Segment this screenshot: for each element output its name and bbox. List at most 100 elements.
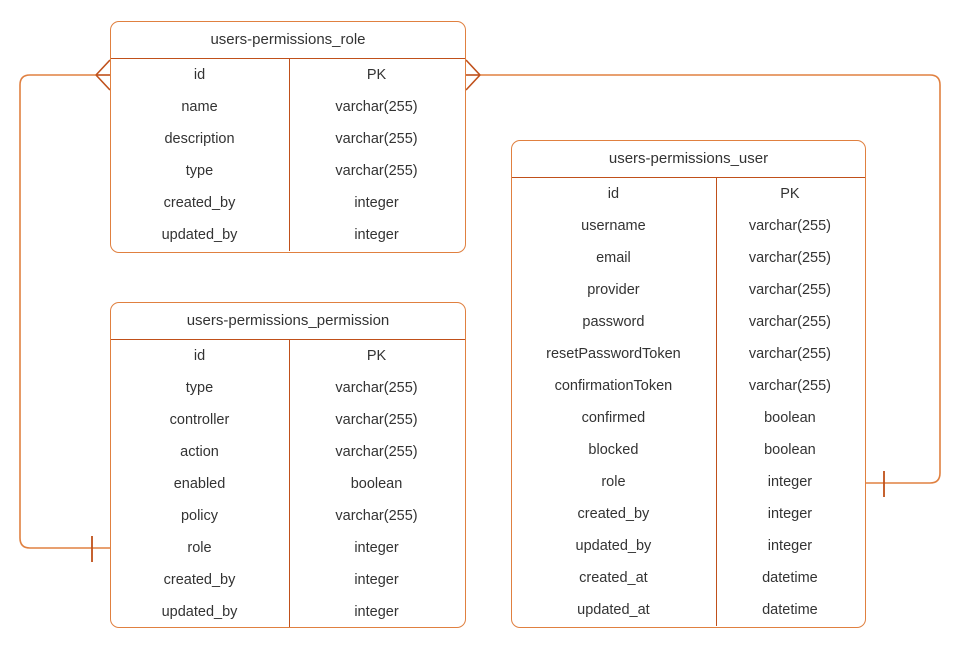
attribute-row[interactable]: action varchar(255) [111, 436, 465, 468]
attribute-name: type [185, 163, 214, 179]
attribute-name: confirmationToken [554, 378, 673, 394]
attribute-type: PK [366, 348, 387, 364]
attribute-name: resetPasswordToken [546, 346, 681, 362]
attribute-type: varchar(255) [335, 99, 418, 115]
entity-title-user: users-permissions_user [512, 141, 865, 178]
attribute-name: created_by [163, 572, 236, 588]
attribute-name: enabled [173, 476, 226, 492]
attribute-row[interactable]: type varchar(255) [111, 372, 465, 404]
attribute-type: varchar(255) [335, 444, 418, 460]
attribute-type: boolean [764, 410, 816, 426]
relationship-line-left [19, 74, 110, 549]
attribute-row[interactable]: password varchar(255) [512, 306, 865, 338]
entity-title-permission: users-permissions_permission [111, 303, 465, 340]
attribute-type: integer [354, 572, 399, 588]
attribute-name: description [164, 131, 235, 147]
attribute-name: created_by [577, 506, 650, 522]
attribute-row[interactable]: confirmed boolean [512, 402, 865, 434]
attribute-name: confirmed [581, 410, 646, 426]
attribute-type: varchar(255) [748, 282, 832, 298]
attribute-row[interactable]: type varchar(255) [111, 155, 465, 187]
attribute-row[interactable]: resetPasswordToken varchar(255) [512, 338, 865, 370]
attribute-type: integer [767, 506, 813, 522]
attribute-name: password [582, 314, 645, 330]
attribute-type: varchar(255) [748, 346, 832, 362]
attribute-name: name [181, 99, 218, 115]
attribute-row[interactable]: id PK [111, 59, 465, 91]
column-divider [289, 340, 290, 627]
attribute-type: integer [354, 227, 399, 243]
attribute-row[interactable]: created_by integer [111, 564, 465, 596]
attribute-type: varchar(255) [335, 508, 418, 524]
attribute-row[interactable]: role integer [111, 532, 465, 564]
attribute-row[interactable]: username varchar(255) [512, 210, 865, 242]
attribute-type: varchar(255) [335, 131, 418, 147]
attribute-name: id [607, 186, 620, 202]
attribute-type: varchar(255) [748, 314, 832, 330]
attribute-name: updated_by [161, 227, 238, 243]
attribute-row[interactable]: confirmationToken varchar(255) [512, 370, 865, 402]
attribute-type: integer [767, 474, 813, 490]
attribute-type: integer [354, 604, 399, 620]
attribute-name: username [581, 218, 646, 234]
attribute-row[interactable]: description varchar(255) [111, 123, 465, 155]
attribute-row[interactable]: updated_by integer [111, 219, 465, 251]
attribute-type: varchar(255) [335, 412, 418, 428]
attribute-type: PK [780, 186, 800, 202]
attribute-type: integer [354, 540, 399, 556]
attribute-row[interactable]: created_by integer [512, 498, 865, 530]
attribute-name: role [187, 540, 212, 556]
attribute-name: created_at [579, 570, 648, 586]
entity-title-role: users-permissions_role [111, 22, 465, 59]
attribute-type: varchar(255) [748, 218, 832, 234]
attribute-type: boolean [350, 476, 403, 492]
attribute-name: policy [180, 508, 219, 524]
attribute-row[interactable]: name varchar(255) [111, 91, 465, 123]
attribute-type: datetime [762, 570, 818, 586]
entity-body-user: id PK username varchar(255) email varchar(255… [512, 178, 865, 626]
column-divider [289, 59, 290, 251]
attribute-row[interactable]: enabled boolean [111, 468, 465, 500]
attribute-type: varchar(255) [335, 163, 418, 179]
attribute-row[interactable]: role integer [512, 466, 865, 498]
attribute-name: blocked [588, 442, 639, 458]
attribute-type: varchar(255) [748, 378, 832, 394]
crowfoot-many-marker-right [465, 59, 481, 91]
attribute-name: id [193, 67, 206, 83]
attribute-name: action [180, 444, 219, 460]
attribute-row[interactable]: blocked boolean [512, 434, 865, 466]
attribute-type: integer [354, 195, 399, 211]
attribute-name: updated_at [577, 602, 650, 618]
attribute-name: updated_by [575, 538, 652, 554]
attribute-type: varchar(255) [748, 250, 832, 266]
attribute-row[interactable]: created_at datetime [512, 562, 865, 594]
attribute-name: type [185, 380, 214, 396]
attribute-row[interactable]: controller varchar(255) [111, 404, 465, 436]
attribute-type: boolean [764, 442, 816, 458]
crowfoot-many-marker-left [95, 59, 111, 91]
attribute-name: role [601, 474, 626, 490]
attribute-row[interactable]: policy varchar(255) [111, 500, 465, 532]
attribute-row[interactable]: id PK [512, 178, 865, 210]
relationship-role-to-permission [19, 59, 111, 562]
attribute-name: controller [169, 412, 230, 428]
attribute-type: varchar(255) [335, 380, 418, 396]
attribute-row[interactable]: email varchar(255) [512, 242, 865, 274]
entity-body-role: id PK name varchar(255) description varchar(2… [111, 59, 465, 251]
column-divider [716, 178, 717, 626]
attribute-type: PK [366, 67, 387, 83]
attribute-type: integer [767, 538, 813, 554]
attribute-row[interactable]: created_by integer [111, 187, 465, 219]
attribute-row[interactable]: updated_by integer [512, 530, 865, 562]
attribute-name: created_by [163, 195, 236, 211]
attribute-name: email [596, 250, 631, 266]
